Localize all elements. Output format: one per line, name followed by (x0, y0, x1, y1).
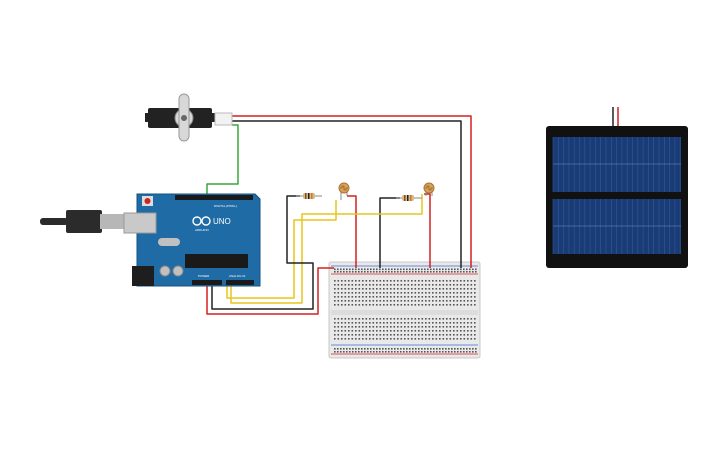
photoresistor-1[interactable] (338, 182, 350, 200)
arduino-logo-icon (192, 216, 211, 226)
power-header-label: POWER (198, 274, 210, 278)
servo-motor-icon[interactable] (145, 93, 233, 142)
wire-red-sensor1 (347, 195, 357, 268)
wire-black-sensor2 (379, 197, 400, 268)
arduino-model-label: UNO (213, 217, 231, 226)
wire-black-servo-ground (232, 120, 462, 268)
solar-panel-icon[interactable] (546, 107, 688, 268)
wires (206, 115, 472, 315)
wire-green-servo-signal (206, 124, 239, 198)
breadboard[interactable] (328, 261, 481, 359)
digital-header-label: DIGITAL (PWM~) (214, 204, 237, 208)
arduino-uno-board[interactable]: UNO ARDUINO DIGITAL (PWM~) POWER ANALOG … (123, 193, 261, 287)
wire-yellow-a0 (226, 200, 337, 299)
wire-black-gnd (211, 254, 314, 310)
breadboard-holes (334, 268, 477, 353)
arduino-brand-label: ARDUINO (195, 228, 210, 232)
analog-header-label: ANALOG IN (229, 274, 245, 278)
wire-red-5v (206, 267, 334, 315)
photoresistor-2[interactable] (423, 182, 435, 196)
solar-cell-grid (552, 137, 681, 254)
wire-red-servo-power (232, 115, 472, 268)
resistor-1[interactable] (296, 193, 322, 199)
resistor-2[interactable] (396, 195, 422, 201)
wire-black-sensor1 (286, 195, 300, 254)
wire-red-sensor2 (424, 193, 431, 268)
usb-cable-icon (40, 210, 126, 233)
wire-yellow-a1 (230, 194, 423, 304)
